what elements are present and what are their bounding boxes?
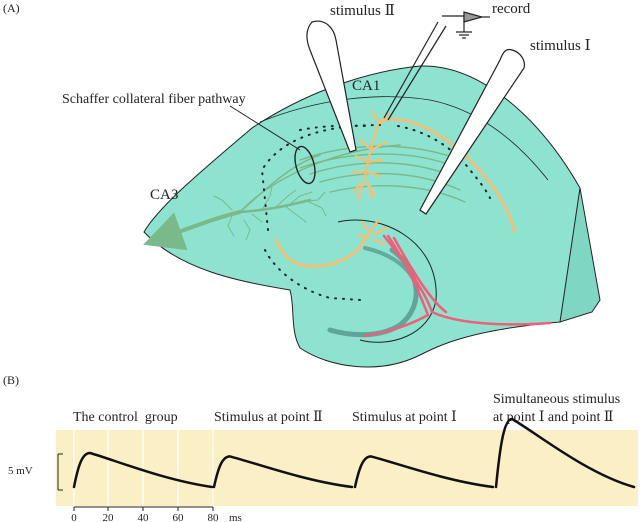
time-tick-0: 0 bbox=[71, 512, 77, 522]
time-tick-60: 60 bbox=[173, 512, 185, 522]
schaffer-leader-line bbox=[229, 105, 301, 151]
stimulus-2-label: stimulus Ⅱ bbox=[330, 3, 395, 19]
time-unit: ms bbox=[229, 512, 242, 522]
time-tick-80: 80 bbox=[208, 512, 220, 522]
group-title-simultaneous-line2: at point Ⅰ and point Ⅱ bbox=[493, 410, 613, 425]
voltage-scale-bar bbox=[57, 453, 63, 491]
schaffer-pathway-marker bbox=[294, 145, 316, 185]
voltage-scale-label: 5 mV bbox=[8, 465, 33, 477]
group-title-control: The control group bbox=[73, 410, 178, 425]
epsp-traces bbox=[72, 417, 636, 489]
control-grid bbox=[73, 430, 214, 506]
group-title-stim-2: Stimulus at point Ⅱ bbox=[214, 410, 323, 425]
ca1-label: CA1 bbox=[352, 78, 380, 94]
panel-a-label: (A) bbox=[3, 1, 20, 15]
ca1-pyramidal-neuron bbox=[350, 110, 517, 234]
stimulus-2-electrode bbox=[306, 20, 357, 153]
epsp-trace-1 bbox=[72, 451, 214, 489]
schaffer-label: Schaffer collateral fiber pathway bbox=[62, 92, 246, 107]
epsp-trace-4 bbox=[494, 417, 636, 489]
record-electrode bbox=[383, 11, 490, 121]
perforant-path-fibers bbox=[362, 234, 552, 338]
stimulus-1-label: stimulus Ⅰ bbox=[530, 38, 591, 54]
dentate-outline bbox=[337, 219, 437, 343]
epsp-trace-2 bbox=[212, 455, 354, 489]
stimulus-1-electrode bbox=[419, 48, 525, 215]
time-tick-20: 20 bbox=[103, 512, 115, 522]
slice-tissue bbox=[143, 65, 581, 368]
panel-b-label: (B) bbox=[3, 373, 19, 387]
granule-neuron bbox=[274, 218, 388, 268]
ca3-neuron bbox=[143, 144, 466, 251]
epsp-trace-3 bbox=[353, 455, 495, 489]
ca3-label: CA3 bbox=[150, 187, 178, 203]
time-tick-40: 40 bbox=[138, 512, 150, 522]
traces-background bbox=[56, 430, 638, 506]
group-title-stim-1: Stimulus at point Ⅰ bbox=[352, 410, 457, 425]
record-label: record bbox=[492, 1, 531, 17]
dotted-trajectory bbox=[260, 124, 491, 301]
time-axis bbox=[73, 506, 214, 511]
group-title-simultaneous-line1: Simultaneous stimulus bbox=[493, 392, 620, 407]
